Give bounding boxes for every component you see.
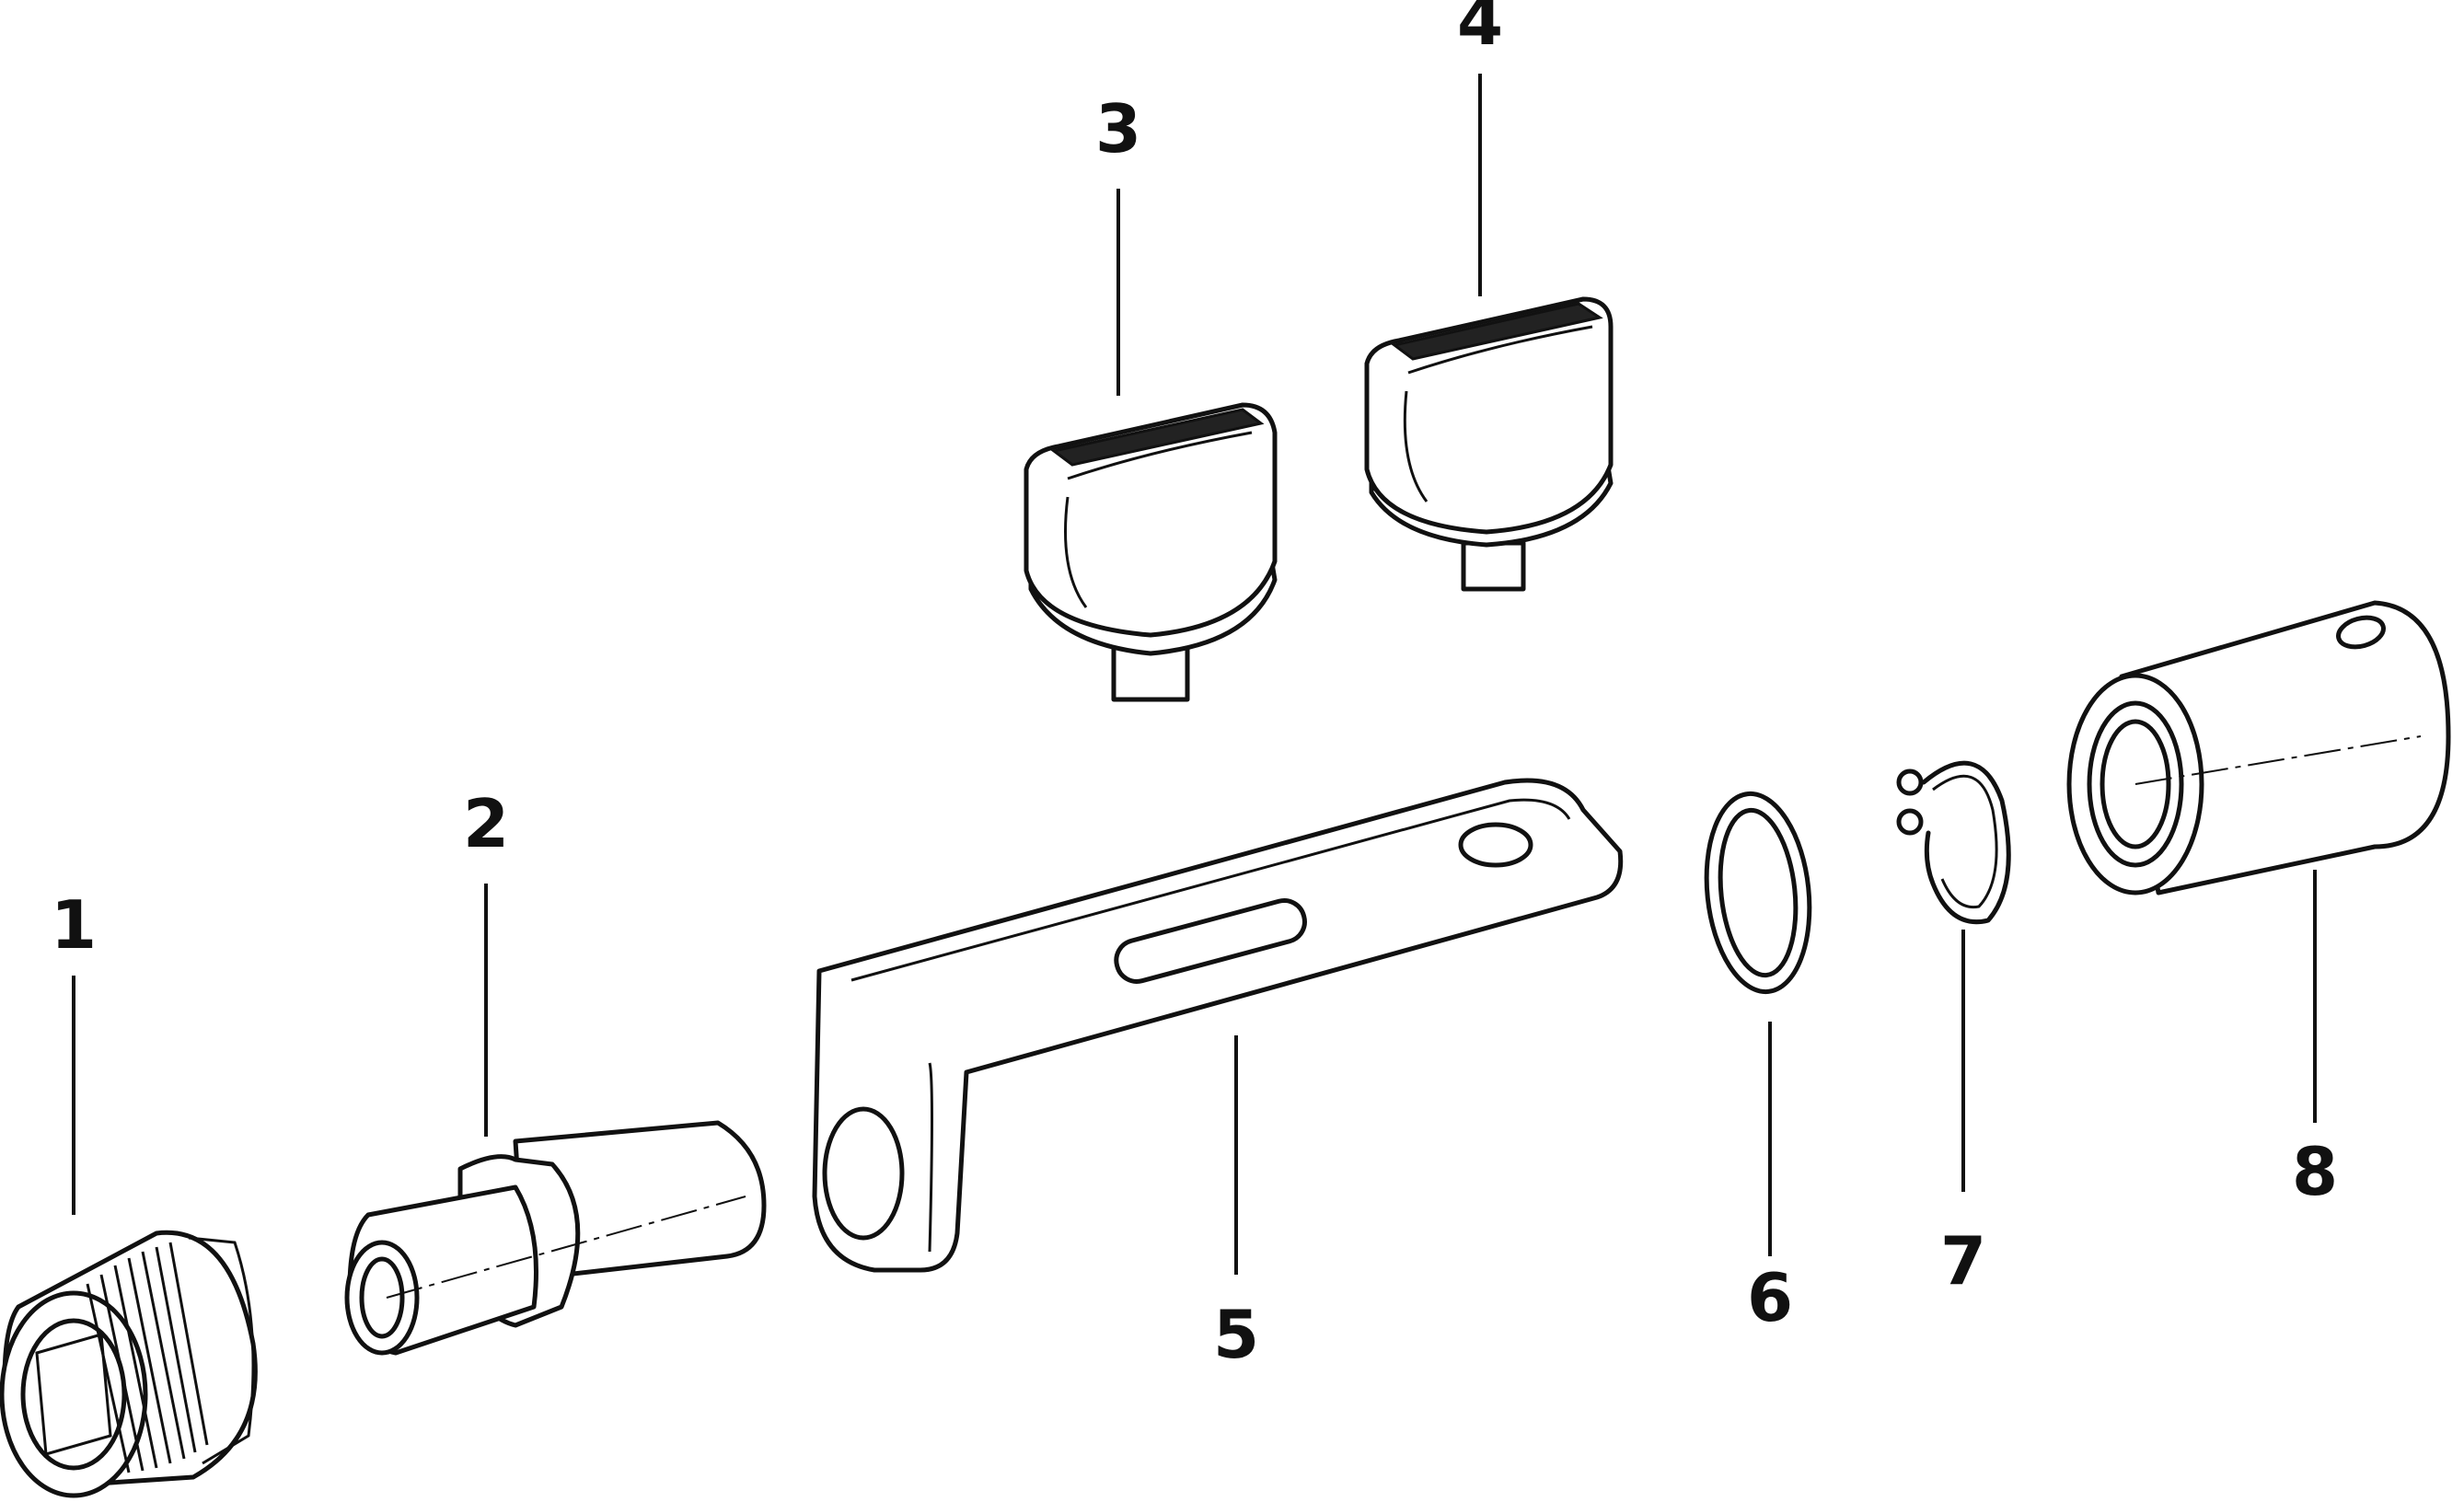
callout-label-8: 8 (2292, 1133, 2338, 1210)
part-4-rotary-knob-icon (1364, 296, 1614, 592)
callout-label-1: 1 (51, 886, 97, 964)
callout-label-7: 7 (1940, 1222, 1986, 1300)
part-5-l-bracket-icon (812, 778, 1624, 1273)
part-1-knurled-nut-icon (0, 1230, 258, 1498)
part-7-retaining-ring-icon (1896, 760, 2011, 925)
part-2-threaded-shaft-icon (344, 1120, 767, 1356)
part-3-rotary-knob-icon (1024, 402, 1278, 702)
callout-label-5: 5 (1213, 1296, 1259, 1373)
callout-label-6: 6 (1747, 1259, 1793, 1336)
callout-label-3: 3 (1095, 90, 1141, 168)
part-8-sleeve-icon (2066, 600, 2451, 895)
part-6-flat-washer-icon (1704, 791, 1812, 995)
callout-label-2: 2 (463, 785, 509, 862)
callout-label-4: 4 (1457, 0, 1503, 60)
